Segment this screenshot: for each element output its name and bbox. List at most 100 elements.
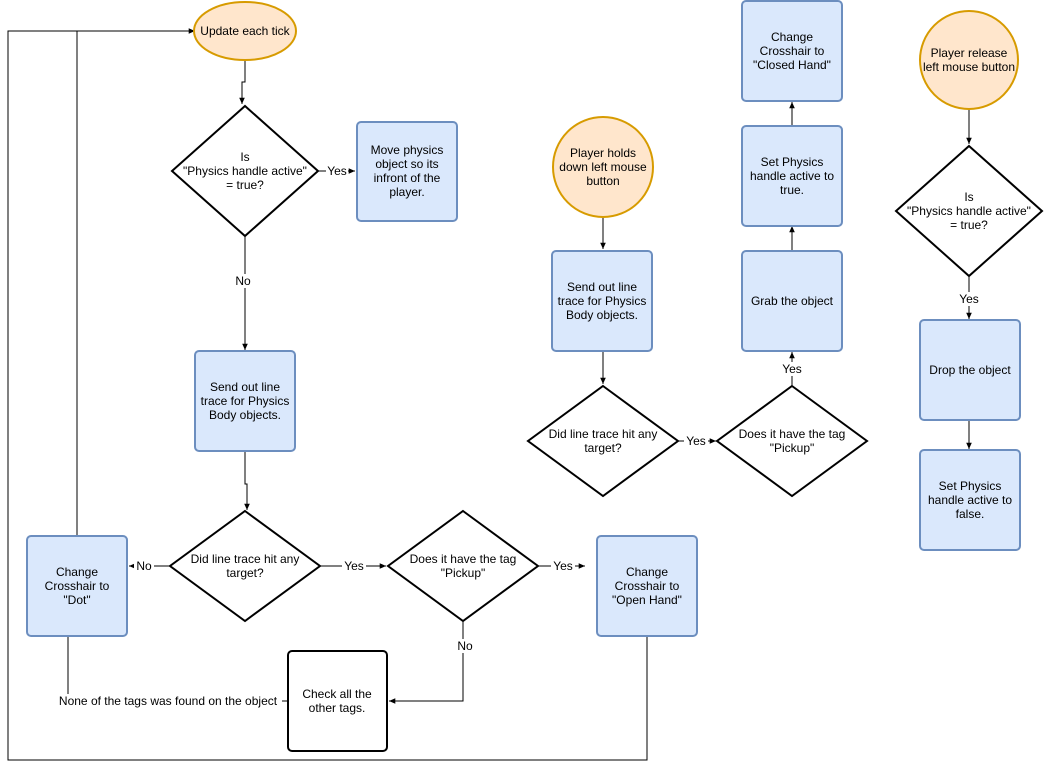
node-label-line: Send out line (567, 280, 637, 294)
node-label-line: down left mouse (559, 160, 647, 174)
node-label-line: Body objects. (209, 408, 281, 422)
node-label-line: Does it have the tag (410, 552, 517, 566)
node-label-line: trace for Physics (201, 394, 290, 408)
node-label-line: "Physics handle active" (183, 164, 307, 178)
process-send-line-trace (194, 350, 296, 452)
process-crosshair-open-hand (596, 535, 698, 637)
node-label-line: Crosshair to (615, 579, 680, 593)
process-drop-object (919, 319, 1021, 421)
edge-label-yes: Yes (344, 559, 364, 573)
start-event-update-tick (193, 1, 297, 61)
node-label-line: Crosshair to (45, 579, 110, 593)
node-label-line: trace for Physics (558, 294, 647, 308)
start-event-release-mouse (919, 10, 1019, 110)
process-check-other-tags (287, 650, 388, 752)
node-label-line: Player holds (570, 146, 636, 160)
decision-line-trace-hit-2 (526, 384, 680, 498)
edge-label-no: No (136, 559, 152, 573)
edge-label-yes: Yes (686, 434, 706, 448)
node-label-line: Move physics (371, 143, 444, 157)
node-label-line: Does it have the tag (739, 427, 846, 441)
edge-label-yes: Yes (553, 559, 573, 573)
node-label-line: infront of the (374, 171, 441, 185)
node-label-line: left mouse button (923, 60, 1015, 74)
process-move-physics-object (356, 121, 458, 222)
start-event-holds-mouse (552, 116, 654, 218)
node-label: Update each tick (200, 24, 290, 38)
node-label-line: = true? (950, 218, 988, 232)
edge-open-loop (7, 30, 648, 761)
node-label-line: "Open Hand" (612, 593, 682, 607)
edge-label-yes: Yes (959, 292, 979, 306)
process-set-handle-active-true (741, 125, 843, 227)
node-label-line: other tags. (309, 701, 366, 715)
edge-label-no: No (457, 639, 473, 653)
edge-trace-to-didhit (244, 451, 250, 510)
node-label-line: object so its (375, 157, 438, 171)
process-set-handle-active-false (919, 449, 1021, 551)
process-crosshair-dot (26, 535, 128, 637)
node-label-line: "Dot" (63, 593, 90, 607)
node-label-line: "Pickup" (770, 441, 815, 455)
node-label: Does it have the tag"Pickup" (739, 427, 846, 455)
node-label-line: target? (226, 566, 264, 580)
node-label-line: Set Physics (761, 155, 824, 169)
edge-label-none-found: None of the tags was found on the object (59, 694, 278, 708)
node-label-line: true. (780, 183, 804, 197)
node-label: Grab the object (751, 294, 834, 308)
node-label-line: "Physics handle active" (907, 204, 1031, 218)
node-label-line: Body objects. (566, 308, 638, 322)
decision-has-pickup-tag-2 (715, 384, 869, 498)
node-label-line: false. (956, 507, 985, 521)
node-label-line: Is (240, 150, 249, 164)
node-label-line: handle active to (928, 493, 1012, 507)
node-label-line: "Pickup" (441, 566, 486, 580)
node-label-line: Did line trace hit any (191, 552, 300, 566)
node-label-line: target? (584, 441, 622, 455)
node-label-line: "Closed Hand" (753, 58, 831, 72)
node-label-line: Change (626, 565, 668, 579)
process-grab-object (741, 250, 843, 352)
edge-tag-no-to-check (389, 621, 464, 704)
edge-dot-loop (76, 28, 195, 536)
edge-labels: Yes No Yes Yes No No None of the tags wa… (56, 164, 980, 708)
decision-physics-active (170, 104, 320, 238)
decision-line-trace-hit (168, 509, 322, 623)
decision-physics-active-2 (894, 144, 1044, 278)
node-label: Is"Physics handle active"= true? (907, 190, 1031, 232)
edge-label-no: No (235, 274, 251, 288)
node-label-line: Change (771, 30, 813, 44)
node-label-line: Did line trace hit any (549, 427, 658, 441)
decision-has-pickup-tag (386, 509, 540, 623)
node-label-line: Change (56, 565, 98, 579)
node-label-line: button (586, 174, 619, 188)
node-label-line: = true? (226, 178, 264, 192)
node-label-line: Check all the (302, 687, 372, 701)
node-label-line: player. (389, 185, 424, 199)
node-label-line: Set Physics (939, 479, 1002, 493)
edge-tick-to-decision (239, 60, 246, 104)
node-label: Is"Physics handle active"= true? (183, 150, 307, 192)
node-label-line: handle active to (750, 169, 834, 183)
node-label: Does it have the tag"Pickup" (410, 552, 517, 580)
process-send-line-trace-2 (551, 250, 653, 352)
edge-check-to-dot (67, 636, 288, 702)
process-crosshair-closed-hand (741, 0, 843, 102)
edge-label-yes: Yes (327, 164, 347, 178)
node-label-line: Send out line (210, 380, 280, 394)
node-label-line: Player release (931, 46, 1008, 60)
node-label-line: Is (964, 190, 973, 204)
